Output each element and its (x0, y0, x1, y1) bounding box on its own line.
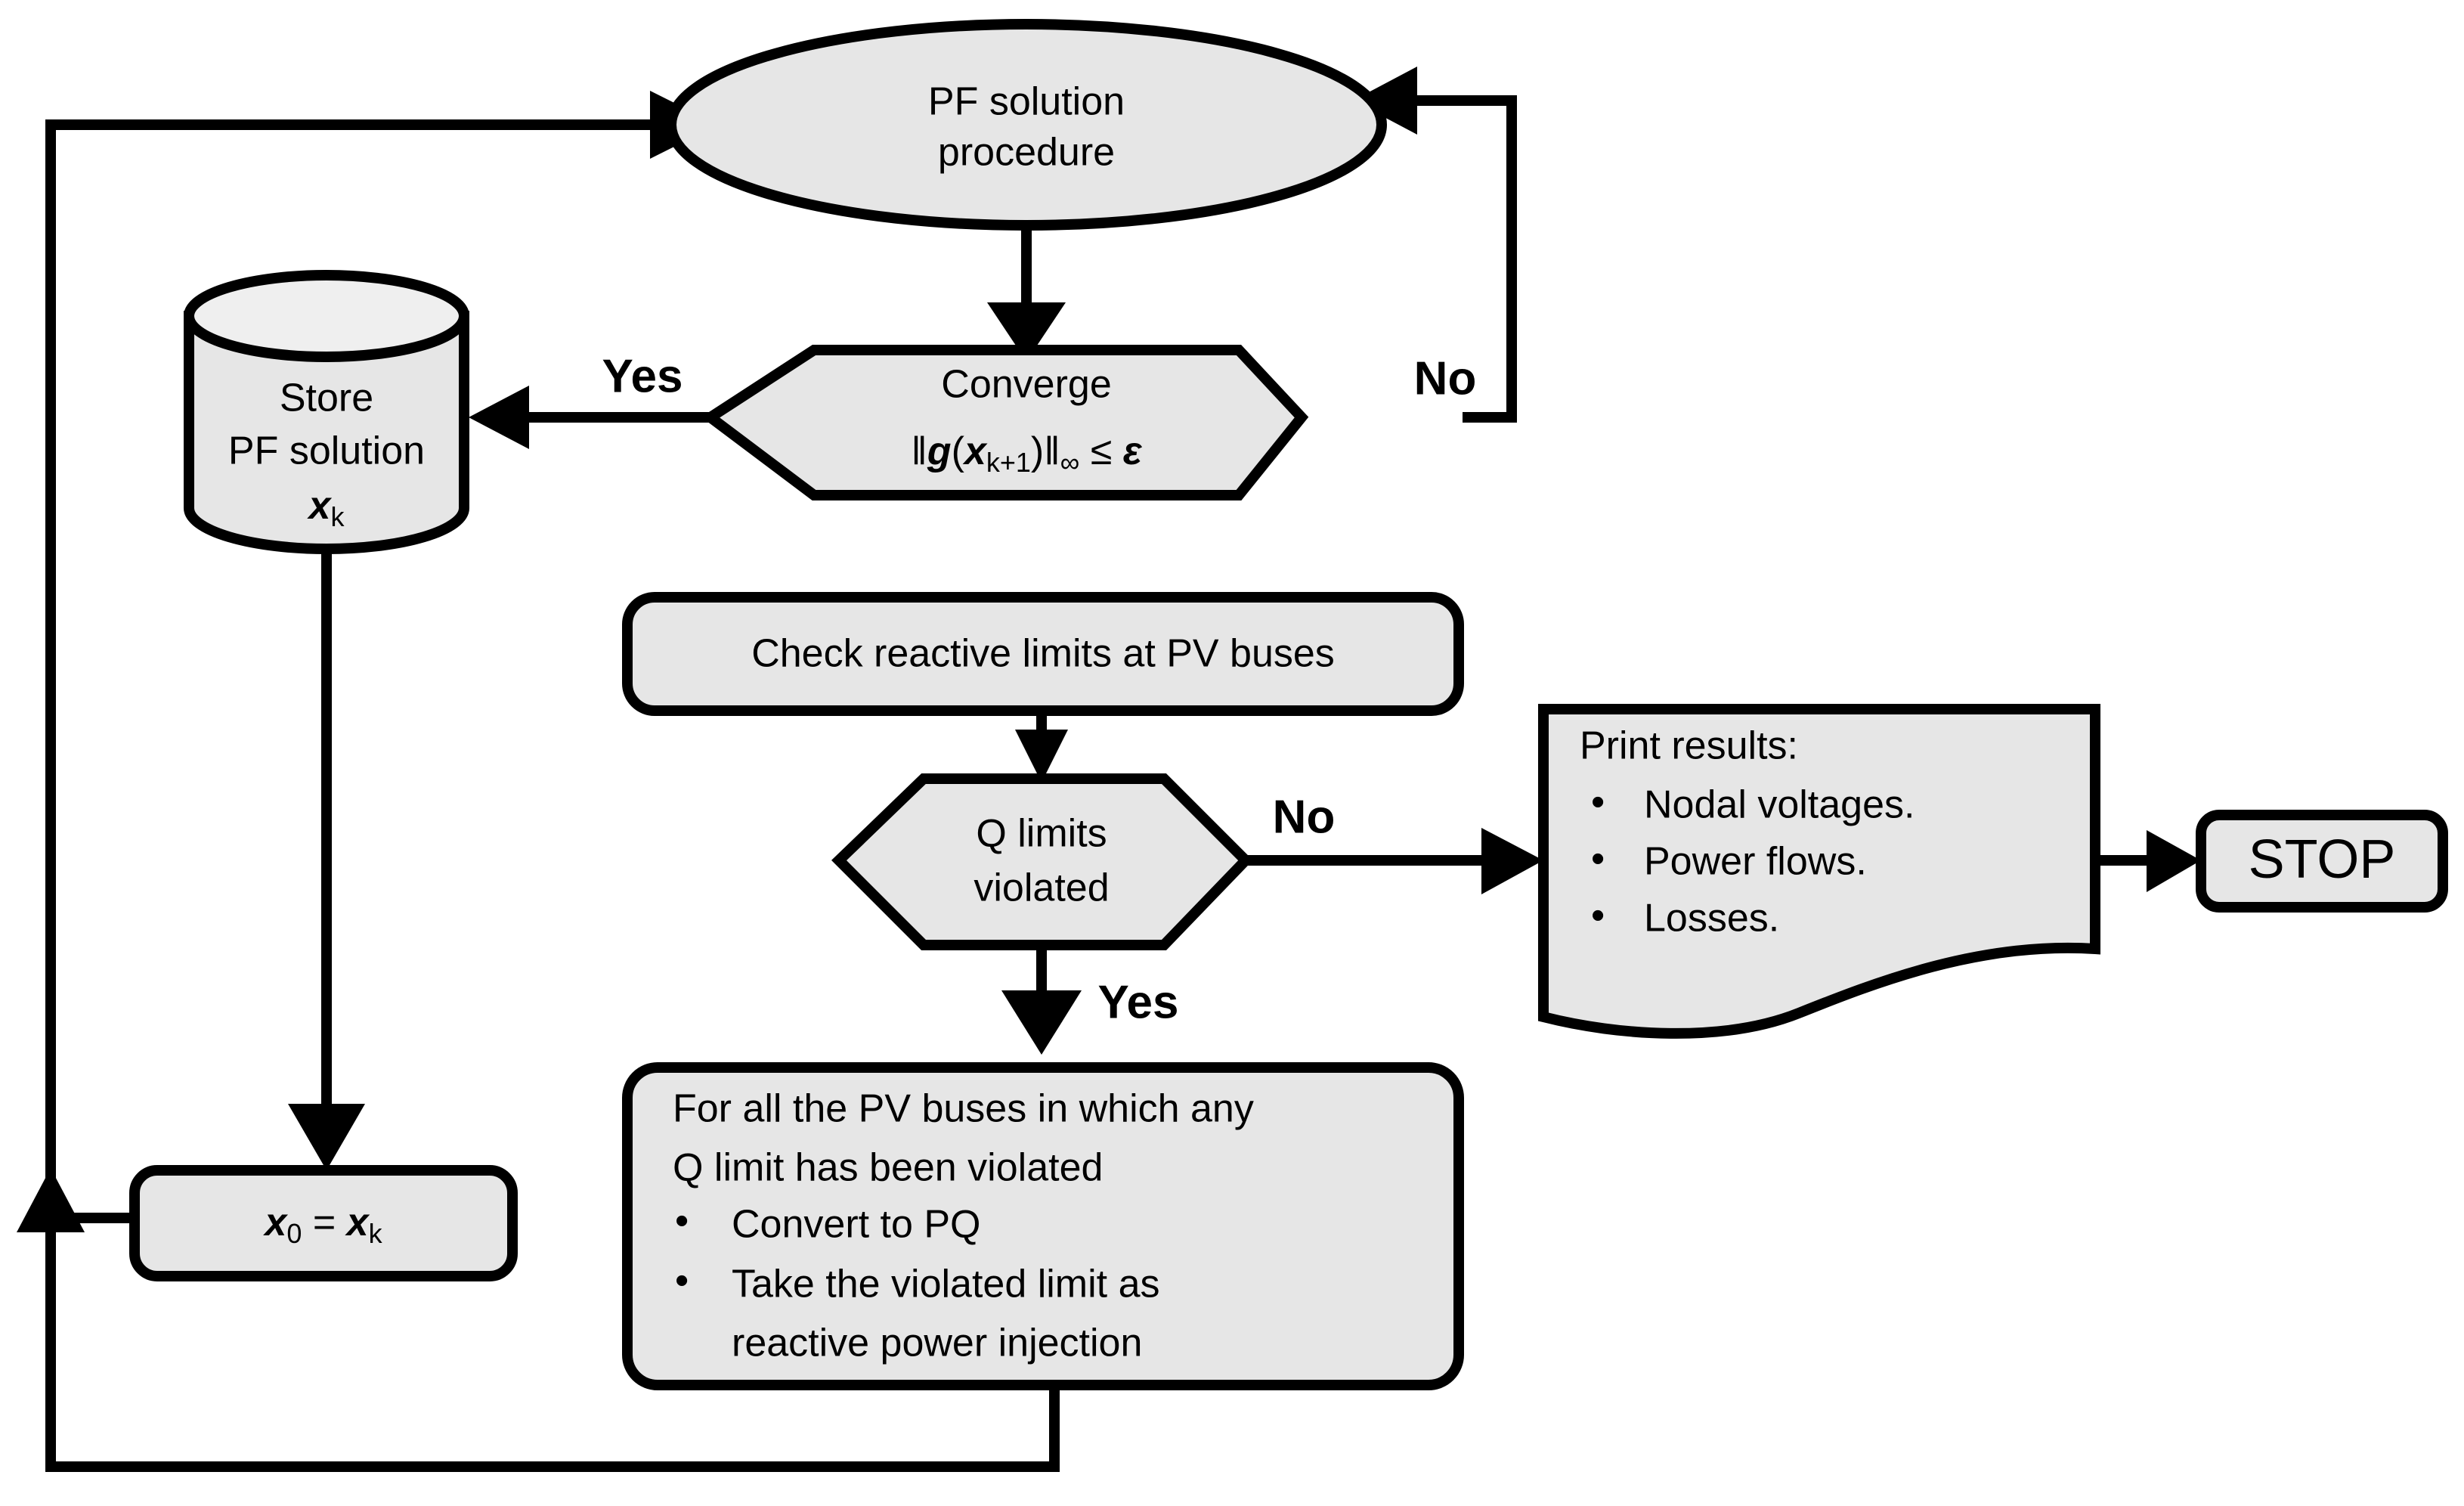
arrowhead-into-x0 (288, 1104, 365, 1170)
label-qlimits-no: No (1273, 791, 1336, 843)
edge-qlimits-no-to-print (1246, 828, 1543, 894)
edge-check-to-qlimits (1015, 711, 1068, 782)
label-converge-no: No (1414, 352, 1477, 404)
convert-bullet-1-marker: • (675, 1259, 689, 1303)
pf-line2: procedure (938, 131, 1115, 175)
store-line1: Store (280, 376, 373, 420)
convert-line1: For all the PV buses in which any (673, 1087, 1254, 1131)
edge-pf-to-converge (987, 225, 1066, 361)
arrowhead-into-store (469, 386, 529, 449)
arrowhead-into-pf-right (1353, 67, 1417, 135)
qlimits-line2: violated (974, 866, 1109, 910)
converge-formula: ‖g(xk+1)‖∞ ≤ ε (911, 429, 1142, 478)
label-converge-yes: Yes (602, 350, 683, 402)
convert-line2: Q limit has been violated (673, 1146, 1103, 1190)
node-pf-solution-procedure[interactable]: PF solution procedure (666, 19, 1387, 231)
x0-assign-label: x0 = xk (262, 1201, 382, 1249)
node-convert-to-pq[interactable]: For all the PV buses in which any Q limi… (622, 1062, 1464, 1390)
print-bullet-2: Losses. (1644, 897, 1779, 940)
edge-qlimits-yes-to-convert (1001, 945, 1082, 1055)
store-line3: xk (307, 484, 345, 532)
edge-converge-no-to-pf (1353, 67, 1517, 423)
print-bullet-1-marker: • (1591, 837, 1605, 881)
label-qlimits-yes: Yes (1098, 976, 1179, 1028)
pf-line1: PF solution (928, 80, 1125, 124)
convert-bullet-2: reactive power injection (732, 1322, 1142, 1365)
print-bullet-0-marker: • (1591, 780, 1605, 824)
print-bullet-0: Nodal voltages. (1644, 783, 1915, 827)
arrowhead-into-qlimits (1015, 730, 1068, 782)
arrowhead-into-print (1481, 828, 1543, 894)
print-title: Print results: (1580, 724, 1798, 768)
print-bullet-2-marker: • (1591, 894, 1605, 937)
check-limits-label: Check reactive limits at PV buses (751, 632, 1335, 676)
node-store-pf-solution[interactable]: Store PF solution xk (184, 270, 469, 554)
convert-bullet-0: Convert to PQ (732, 1203, 980, 1247)
stop-label: STOP (2249, 829, 2396, 890)
edge-converge-yes-to-store (469, 386, 710, 449)
node-x0-assign[interactable]: x0 = xk (129, 1165, 518, 1281)
print-bullet-1: Power flows. (1644, 840, 1867, 884)
arrowhead-into-convert (1001, 990, 1082, 1055)
node-check-reactive-limits[interactable]: Check reactive limits at PV buses (622, 592, 1464, 716)
edge-loop-left-to-pf (45, 91, 718, 1232)
convert-bullet-0-marker: • (675, 1199, 689, 1243)
node-converge-decision[interactable]: Converge ‖g(xk+1)‖∞ ≤ ε (701, 345, 1309, 500)
store-line2: PF solution (228, 429, 425, 473)
convert-bullet-1: Take the violated limit as (732, 1263, 1160, 1306)
node-print-results[interactable]: Print results: • Nodal voltages. • Power… (1538, 704, 2100, 1039)
qlimits-line1: Q limits (976, 812, 1107, 856)
edge-print-to-stop (2095, 830, 2201, 892)
arrowhead-into-stop (2147, 830, 2201, 892)
node-q-limits-decision[interactable]: Q limits violated (831, 773, 1253, 950)
arrowhead-into-converge (987, 302, 1066, 361)
edge-store-to-x0 (288, 538, 365, 1170)
converge-line1: Converge (941, 363, 1111, 407)
node-stop[interactable]: STOP (2196, 810, 2448, 913)
